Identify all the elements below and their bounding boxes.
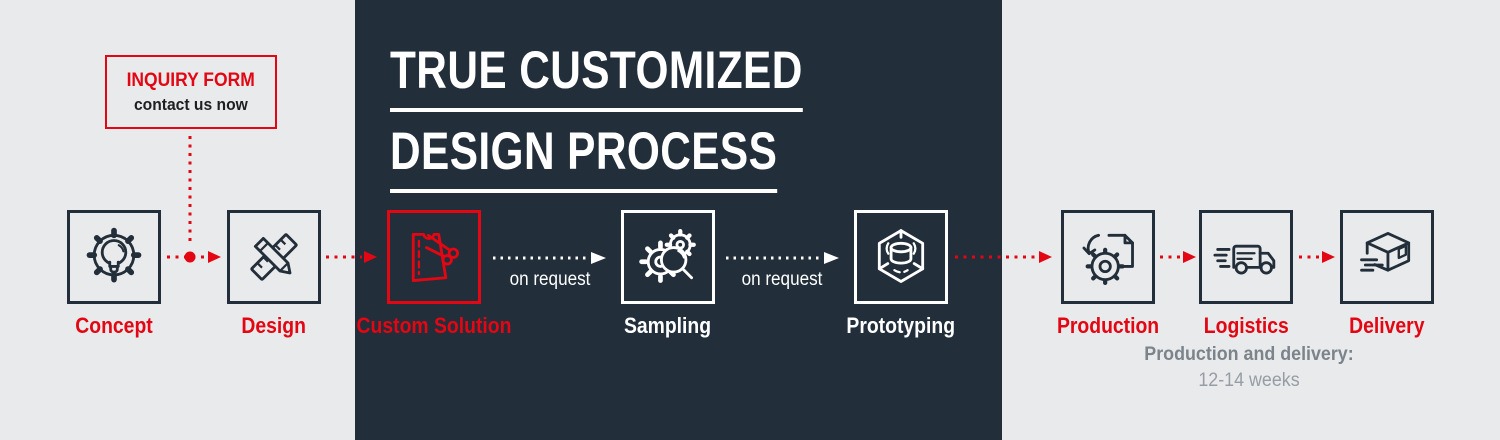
step-label-logistics: Logistics xyxy=(1203,313,1289,338)
on-request-label-1: on request xyxy=(509,269,591,290)
step-design: Design xyxy=(194,210,354,339)
production-delivery-note-title: Production and delivery: xyxy=(1144,344,1354,365)
step-concept: Concept xyxy=(34,210,194,339)
production-icon-box xyxy=(1061,210,1155,304)
pattern-scissors-icon xyxy=(411,232,459,282)
center-dark-panel xyxy=(355,0,1002,440)
prototyping-icon-box xyxy=(854,210,948,304)
step-label-custom-solution: Custom Solution xyxy=(356,313,512,338)
production-delivery-note: Production and delivery: 12-14 weeks xyxy=(1099,344,1399,392)
step-prototyping: Prototyping xyxy=(821,210,981,339)
logistics-icon-box xyxy=(1199,210,1293,304)
inquiry-form-subtitle: contact us now xyxy=(134,94,248,114)
title-line-1: TRUE CUSTOMIZED xyxy=(390,44,803,112)
gear-lightbulb-icon xyxy=(86,227,142,283)
page-title: TRUE CUSTOMIZED DESIGN PROCESS xyxy=(390,44,906,206)
step-production: Production xyxy=(1028,210,1188,339)
package-icon xyxy=(1360,232,1411,272)
step-label-prototyping: Prototyping xyxy=(846,313,956,338)
step-label-production: Production xyxy=(1056,313,1160,338)
inquiry-form-title: INQUIRY FORM xyxy=(126,69,256,91)
truck-icon xyxy=(1213,244,1276,275)
concept-icon-box xyxy=(67,210,161,304)
ruler-pencil-icon xyxy=(250,233,298,281)
gears-magnifier-icon xyxy=(639,228,696,283)
step-logistics: Logistics xyxy=(1166,210,1326,339)
step-custom-solution: Custom Solution xyxy=(354,210,514,339)
inquiry-form-callout[interactable]: INQUIRY FORM contact us now xyxy=(105,55,277,129)
production-delivery-note-duration: 12-14 weeks xyxy=(1198,370,1300,391)
step-label-delivery: Delivery xyxy=(1349,313,1425,338)
custom-solution-icon-box xyxy=(387,210,481,304)
step-label-sampling: Sampling xyxy=(624,313,712,338)
title-line-2: DESIGN PROCESS xyxy=(390,125,778,193)
step-sampling: Sampling xyxy=(588,210,748,339)
gear-document-icon xyxy=(1082,233,1134,286)
hexagon-cylinder-icon xyxy=(877,229,925,283)
delivery-icon-box xyxy=(1340,210,1434,304)
step-delivery: Delivery xyxy=(1307,210,1467,339)
step-label-design: Design xyxy=(241,313,307,338)
on-request-label-2: on request xyxy=(741,269,823,290)
design-icon-box xyxy=(227,210,321,304)
step-label-concept: Concept xyxy=(75,313,153,338)
sampling-icon-box xyxy=(621,210,715,304)
